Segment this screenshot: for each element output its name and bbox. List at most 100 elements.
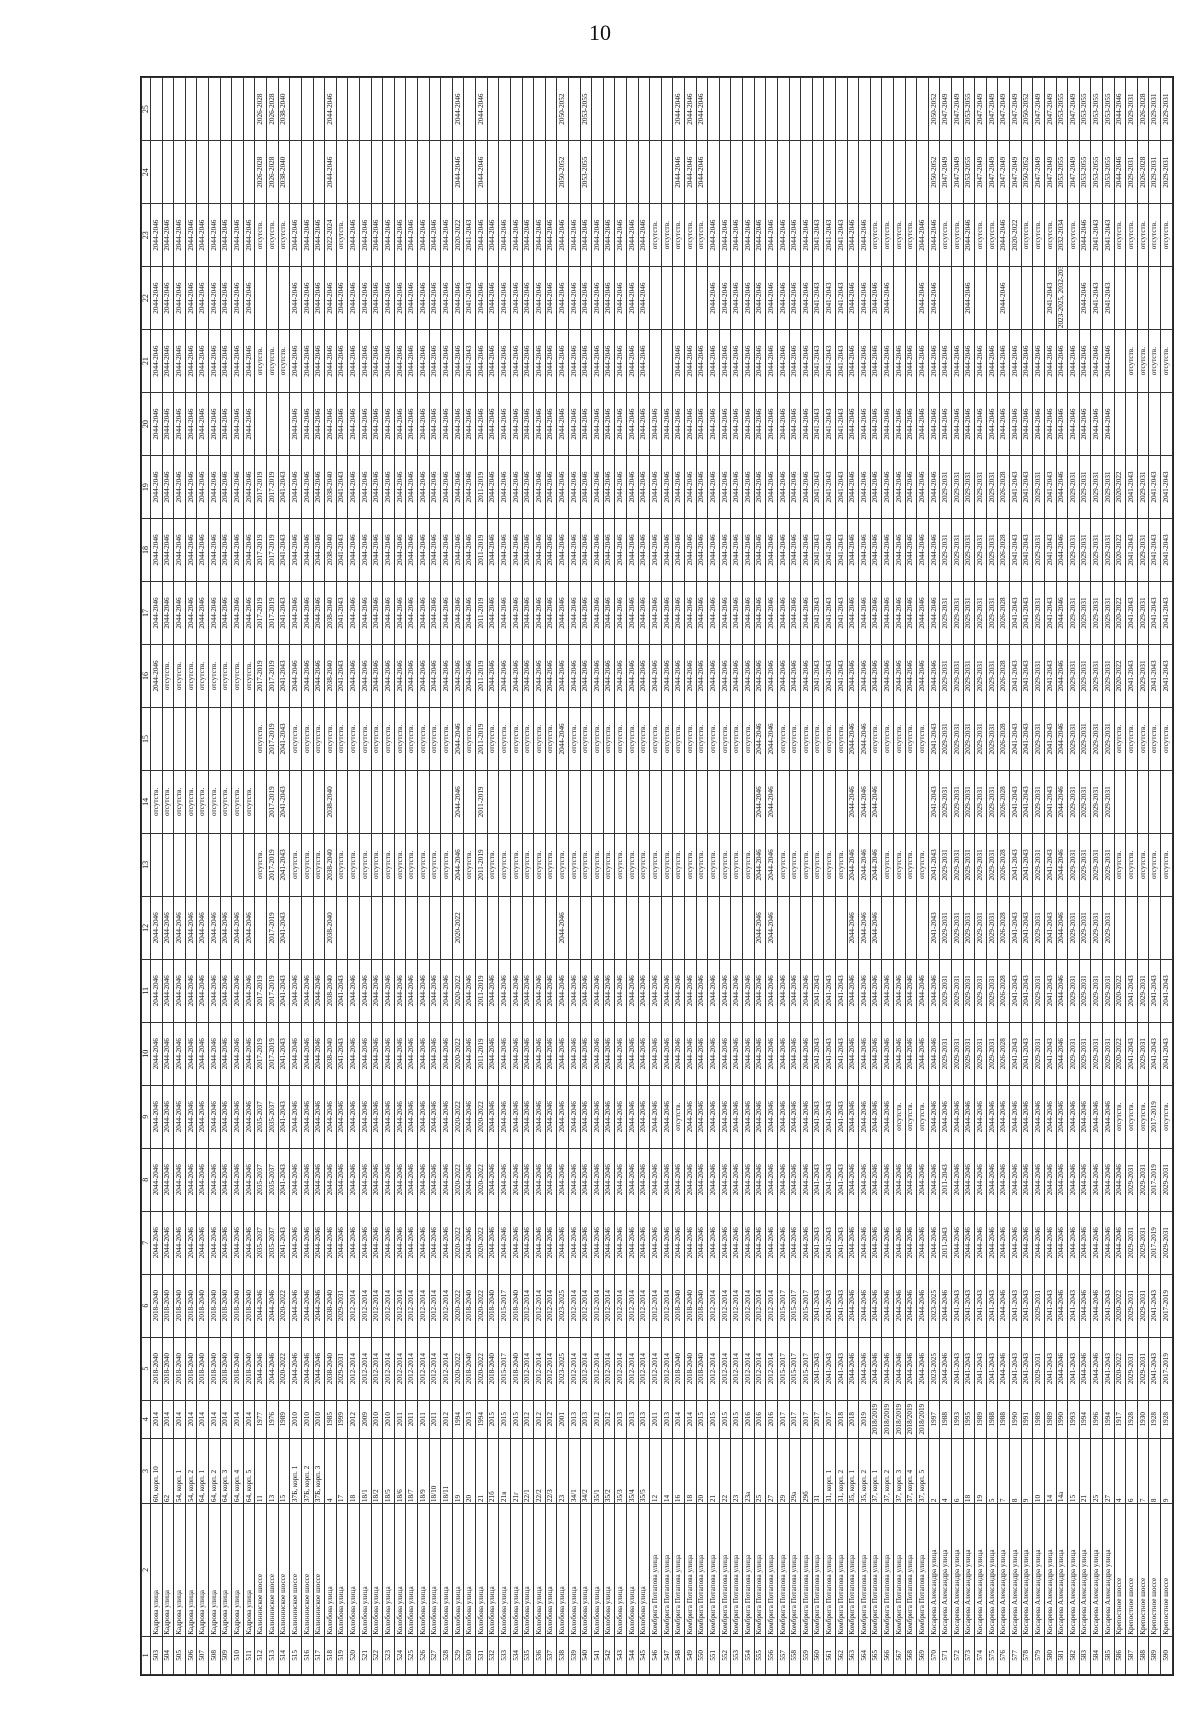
period-cell: 2041-2043 <box>1125 644 1138 708</box>
period-cell: 2044-2046 <box>429 959 441 1023</box>
period-cell: 2044-2046 <box>614 455 627 519</box>
period-cell: 2020-2022 <box>475 1274 488 1338</box>
period-cell: 2044-2046 <box>301 959 314 1023</box>
column-number-7: 7 <box>141 1211 151 1275</box>
period-cell: 2041-2043 <box>1125 959 1138 1023</box>
period-cell: 2044-2046 <box>1056 1337 1068 1401</box>
period-cell: 2044-2046 <box>1079 1085 1091 1149</box>
build-year-cell: 2012 <box>347 1400 360 1439</box>
period-cell: 2044-2046 <box>243 518 255 582</box>
period-cell: 2044-2046 <box>429 644 441 708</box>
period-cell: 2044-2046 <box>939 1085 952 1149</box>
column-number-25: 25 <box>141 77 151 141</box>
period-cell: 2044-2046 <box>417 1022 430 1086</box>
period-cell: 2044-2046 <box>997 203 1010 267</box>
period-cell: 2044-2046 <box>150 1085 163 1149</box>
period-cell <box>1114 770 1126 834</box>
period-cell: 2044-2046 <box>858 518 871 582</box>
row-number-cell: 564 <box>858 1636 871 1675</box>
street-cell: Колобова улица <box>522 1503 534 1637</box>
period-cell: 2050-2052 <box>556 77 569 141</box>
period-cell <box>417 896 430 960</box>
street-cell: Колобова улица <box>510 1503 522 1637</box>
period-cell: отсутств. <box>243 770 255 834</box>
period-cell: 2041-2043 <box>1009 1337 1022 1401</box>
period-cell: 2041-2043 <box>835 392 848 456</box>
row-number-cell: 545 <box>638 1636 650 1675</box>
period-cell <box>498 896 511 960</box>
period-cell: 2044-2046 <box>649 1085 662 1149</box>
period-cell <box>730 896 743 960</box>
period-cell: 2044-2046 <box>243 329 255 393</box>
period-cell: 2044-2046 <box>684 959 697 1023</box>
period-cell: 2044-2046 <box>545 203 557 267</box>
period-cell: 2044-2046 <box>173 1148 186 1212</box>
period-cell: 2044-2046 <box>498 203 511 267</box>
period-cell: 2044-2046 <box>661 455 673 519</box>
column-number-23: 23 <box>141 203 151 267</box>
period-cell <box>405 77 418 141</box>
build-year-cell: 1917 <box>1114 1400 1126 1439</box>
period-cell: 2044-2046 <box>301 1085 314 1149</box>
period-cell: 2041-2043 <box>1021 959 1033 1023</box>
period-cell: 2044-2046 <box>347 329 360 393</box>
house-number-cell: 4 <box>1114 1438 1126 1504</box>
period-cell: 2012-2014 <box>707 1337 720 1401</box>
period-cell: 2041-2043 <box>336 959 348 1023</box>
period-cell <box>150 77 163 141</box>
period-cell <box>916 896 929 960</box>
period-cell <box>278 392 290 456</box>
period-cell: 2044-2046 <box>545 1085 557 1149</box>
street-cell: Косарева Александра улица <box>939 1503 952 1637</box>
period-cell: 2044-2046 <box>603 644 615 708</box>
period-cell: 2044-2046 <box>742 329 755 393</box>
period-cell: 2044-2046 <box>881 1211 894 1275</box>
period-cell: 2041-2043 <box>1009 644 1022 708</box>
period-cell: 2041-2043 <box>1021 707 1033 771</box>
period-cell: 2044-2046 <box>382 1148 395 1212</box>
period-cell: отсутств. <box>1137 203 1149 267</box>
period-cell <box>626 896 639 960</box>
house-number-cell: 35/2 <box>603 1438 615 1504</box>
period-cell: 2044-2046 <box>371 455 383 519</box>
period-cell <box>916 140 929 204</box>
period-cell <box>1009 266 1022 330</box>
period-cell: отсутств. <box>719 707 731 771</box>
period-cell: 2044-2046 <box>162 455 174 519</box>
period-cell: 2050-2052 <box>556 140 569 204</box>
period-cell <box>487 770 499 834</box>
period-cell: 2026-2028 <box>1137 77 1149 141</box>
period-cell: отсутств. <box>487 833 499 897</box>
street-cell: Комбрига Потапова улица <box>684 1503 697 1637</box>
period-cell <box>905 77 917 141</box>
period-cell: 2044-2046 <box>963 392 975 456</box>
build-year-cell: 2017 <box>812 1400 824 1439</box>
build-year-cell: 2015 <box>498 1400 511 1439</box>
street-cell: Комбрига Потапова улица <box>765 1503 778 1637</box>
period-cell: 2044-2046 <box>440 455 453 519</box>
row-number-cell: 521 <box>359 1636 372 1675</box>
period-cell: 2018-2040 <box>684 1274 697 1338</box>
period-cell <box>730 140 743 204</box>
period-cell: 2012-2014 <box>626 1274 639 1338</box>
period-cell: 2020-2022 <box>1114 644 1126 708</box>
period-cell: 2047-2049 <box>1044 77 1057 141</box>
period-cell: 2044-2046 <box>185 266 197 330</box>
period-cell: 2053-2055 <box>1102 140 1115 204</box>
period-cell: 2044-2046 <box>591 266 604 330</box>
period-cell: 2044-2046 <box>719 644 731 708</box>
period-cell: 2044-2046 <box>162 518 174 582</box>
period-cell: отсутств. <box>371 707 383 771</box>
period-cell: 2044-2046 <box>893 581 906 645</box>
period-cell: 2029-2031 <box>974 959 987 1023</box>
period-cell: 2047-2049 <box>1044 140 1057 204</box>
period-cell: 2047-2049 <box>986 77 998 141</box>
street-cell: Косарева Александра улица <box>1067 1503 1080 1637</box>
period-cell: 2015-2017 <box>777 1337 790 1401</box>
period-cell: 2044-2046 <box>173 329 186 393</box>
period-cell: 2044-2046 <box>649 959 662 1023</box>
